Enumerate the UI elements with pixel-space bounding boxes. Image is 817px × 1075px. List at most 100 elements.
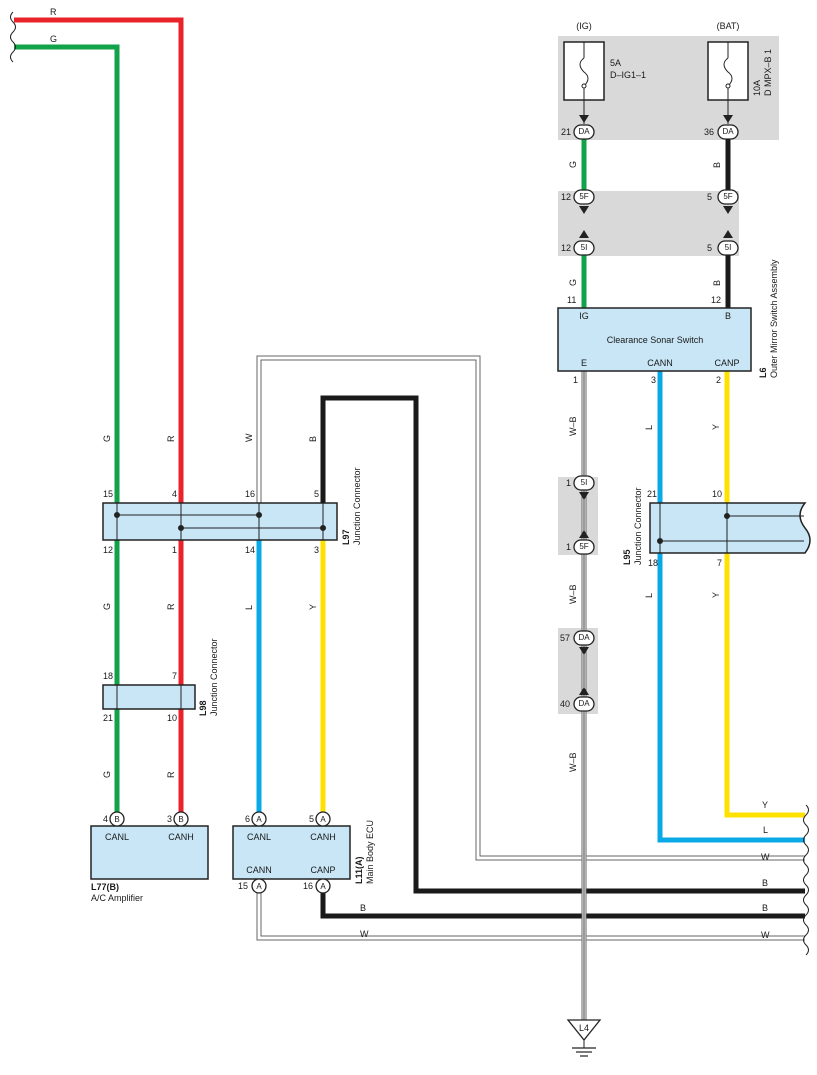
svg-text:B: B [712,280,722,286]
connector-da-40: DA [573,696,595,712]
connector-5f-1: 5F [573,539,595,555]
svg-text:G: G [568,161,578,168]
svg-text:W: W [244,433,254,442]
ac-desc: A/C Amplifier [91,893,143,903]
svg-text:G: G [568,279,578,286]
ecu-desc: Main Body ECU [365,820,375,884]
fuse-ig [563,41,605,124]
svg-text:15: 15 [103,489,113,499]
svg-text:G: G [102,771,112,778]
svg-text:G: G [102,435,112,442]
svg-text:B: B [712,162,722,168]
svg-text:36: 36 [704,127,714,137]
svg-text:B: B [360,903,366,913]
l98-code: L98 [198,700,208,716]
connector-5i-12: 5I [573,240,595,256]
svg-text:R: R [166,771,176,778]
fuse2-rating: 10A [752,80,762,96]
ecu-pin-canl-name: CANL [247,832,271,842]
svg-text:14: 14 [245,545,255,555]
ac-amplifier-box [90,825,209,880]
svg-text:5: 5 [707,243,712,253]
svg-text:R: R [166,435,176,442]
svg-text:W: W [360,929,369,939]
svg-text:Y: Y [711,424,721,430]
svg-text:5F: 5F [723,192,732,201]
bat-label: (BAT) [717,21,740,31]
wire-b-ecu [320,886,805,919]
svg-text:A: A [320,882,326,891]
svg-text:5: 5 [707,192,712,202]
svg-text:B: B [178,815,183,824]
svg-text:16: 16 [303,881,313,891]
svg-text:12: 12 [711,295,721,305]
svg-text:W–B: W–B [568,584,578,604]
connector-da-36: DA [717,124,739,140]
svg-text:5: 5 [314,489,319,499]
svg-text:12: 12 [103,545,113,555]
svg-text:57: 57 [560,633,570,643]
connector-5i-1: 5I [573,475,595,491]
svg-text:R: R [166,603,176,610]
ac-pin-canl-name: CANL [105,832,129,842]
svg-text:18: 18 [648,558,658,568]
svg-text:G: G [50,34,57,44]
l97-desc: Junction Connector [352,467,362,545]
break-marks-right [803,804,809,956]
svg-text:A: A [256,882,262,891]
svg-text:DA: DA [722,127,734,136]
wire-b-l97 [320,395,805,894]
svg-text:R: R [50,7,57,17]
l97-internal-lines [114,503,326,540]
wire-w-l97-loop [256,355,805,861]
l98-junction-box [102,684,196,710]
break-marks-left [10,11,16,63]
svg-text:DA: DA [578,127,590,136]
svg-text:Y: Y [762,800,768,810]
svg-text:L: L [244,605,254,610]
l97-code: L97 [341,529,351,545]
svg-text:Y: Y [711,592,721,598]
svg-text:2: 2 [716,375,721,385]
svg-text:W–B: W–B [568,416,578,436]
svg-text:A: A [320,815,326,824]
l95-junction-box [649,502,811,554]
mating-arrows-lower [579,492,589,695]
svg-text:6: 6 [245,814,250,824]
pin-numbers: 21 36 12 5 12 5 11 12 1 3 2 1 1 57 40 21… [103,127,722,891]
wire-g-top [14,44,120,503]
connector-da-57: DA [573,630,595,646]
svg-text:5F: 5F [579,192,588,201]
l95-code: L95 [622,549,632,565]
svg-text:40: 40 [560,699,570,709]
svg-text:10: 10 [712,489,722,499]
connector-a-16: A [315,878,331,894]
fuse1-name: D–IG1–1 [610,70,646,80]
connector-a-6: A [251,811,267,827]
ecu-pin-canp-name: CANP [310,865,335,875]
sonar-pin-canp-name: CANP [714,358,739,368]
svg-text:L: L [644,425,654,430]
connector-5f-12: 5F [573,189,595,205]
svg-text:3: 3 [314,545,319,555]
svg-text:1: 1 [566,542,571,552]
svg-text:4: 4 [103,814,108,824]
svg-text:4: 4 [172,489,177,499]
svg-text:12: 12 [561,243,571,253]
fuse2-name: D MPX–B 1 [763,49,773,96]
svg-text:7: 7 [172,671,177,681]
svg-text:5F: 5F [579,542,588,551]
svg-text:1: 1 [172,545,177,555]
ac-pin-canh-name: CANH [168,832,194,842]
ac-code: L77(B) [91,882,119,892]
svg-text:3: 3 [651,375,656,385]
sonar-switch-title: Clearance Sonar Switch [607,335,704,345]
svg-text:10: 10 [167,713,177,723]
svg-text:15: 15 [238,881,248,891]
connector-a-15: A [251,878,267,894]
svg-text:5I: 5I [725,243,732,252]
ig-label: (IG) [576,21,592,31]
connector-da-21: DA [573,124,595,140]
connector-5f-5: 5F [717,189,739,205]
